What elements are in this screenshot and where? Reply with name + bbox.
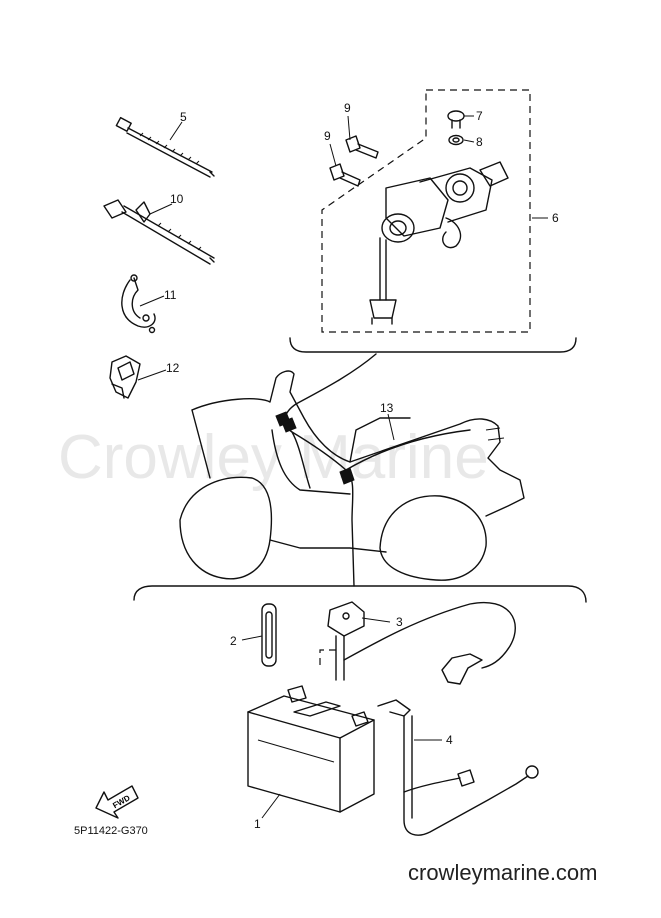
callout-13: 12 [166, 361, 180, 375]
callout-9-lower: 9 [324, 129, 331, 143]
callout-1: 1 [254, 817, 261, 831]
callout-12: 11 [164, 288, 177, 302]
callout-10: 13 [380, 401, 394, 415]
site-url[interactable]: crowleymarine.com [408, 860, 598, 885]
terminal-cover-part[interactable] [319, 601, 516, 685]
leader-lines [137, 115, 548, 819]
callout-11: 10 [170, 192, 184, 206]
watermark: Crowley Marine [58, 423, 489, 492]
callout-7: 7 [476, 109, 483, 123]
screw-part[interactable] [447, 110, 465, 129]
part-code: 5P11422-G370 [74, 825, 148, 837]
battery-band-part[interactable] [261, 603, 277, 667]
upper-bracket [289, 337, 577, 353]
wire-holder-part[interactable] [109, 355, 141, 399]
scooter-outline [179, 370, 525, 581]
negative-cable-part[interactable] [377, 699, 539, 836]
wire-harness-part[interactable] [275, 353, 471, 587]
washer-part[interactable] [448, 134, 464, 146]
callout-8: 8 [476, 135, 483, 149]
bolt-part-upper[interactable] [345, 135, 379, 159]
cable-tie-clip-part[interactable] [103, 199, 215, 265]
bolt-part-lower[interactable] [329, 163, 361, 187]
callout-9-upper: 9 [344, 101, 351, 115]
callout-3: 3 [396, 615, 403, 629]
assembly-outline [321, 89, 531, 333]
lower-bracket [133, 585, 587, 603]
fwd-arrow-icon: FWD [95, 785, 139, 819]
callout-5: 5 [180, 110, 187, 124]
sensor-assembly-part[interactable] [369, 161, 509, 325]
cable-tie-part[interactable] [115, 116, 215, 178]
callout-4: 4 [446, 733, 453, 747]
wire-clamp-part[interactable] [121, 274, 156, 334]
callout-2: 2 [230, 634, 237, 648]
battery-part[interactable] [247, 685, 375, 813]
callout-6: 6 [552, 211, 559, 225]
